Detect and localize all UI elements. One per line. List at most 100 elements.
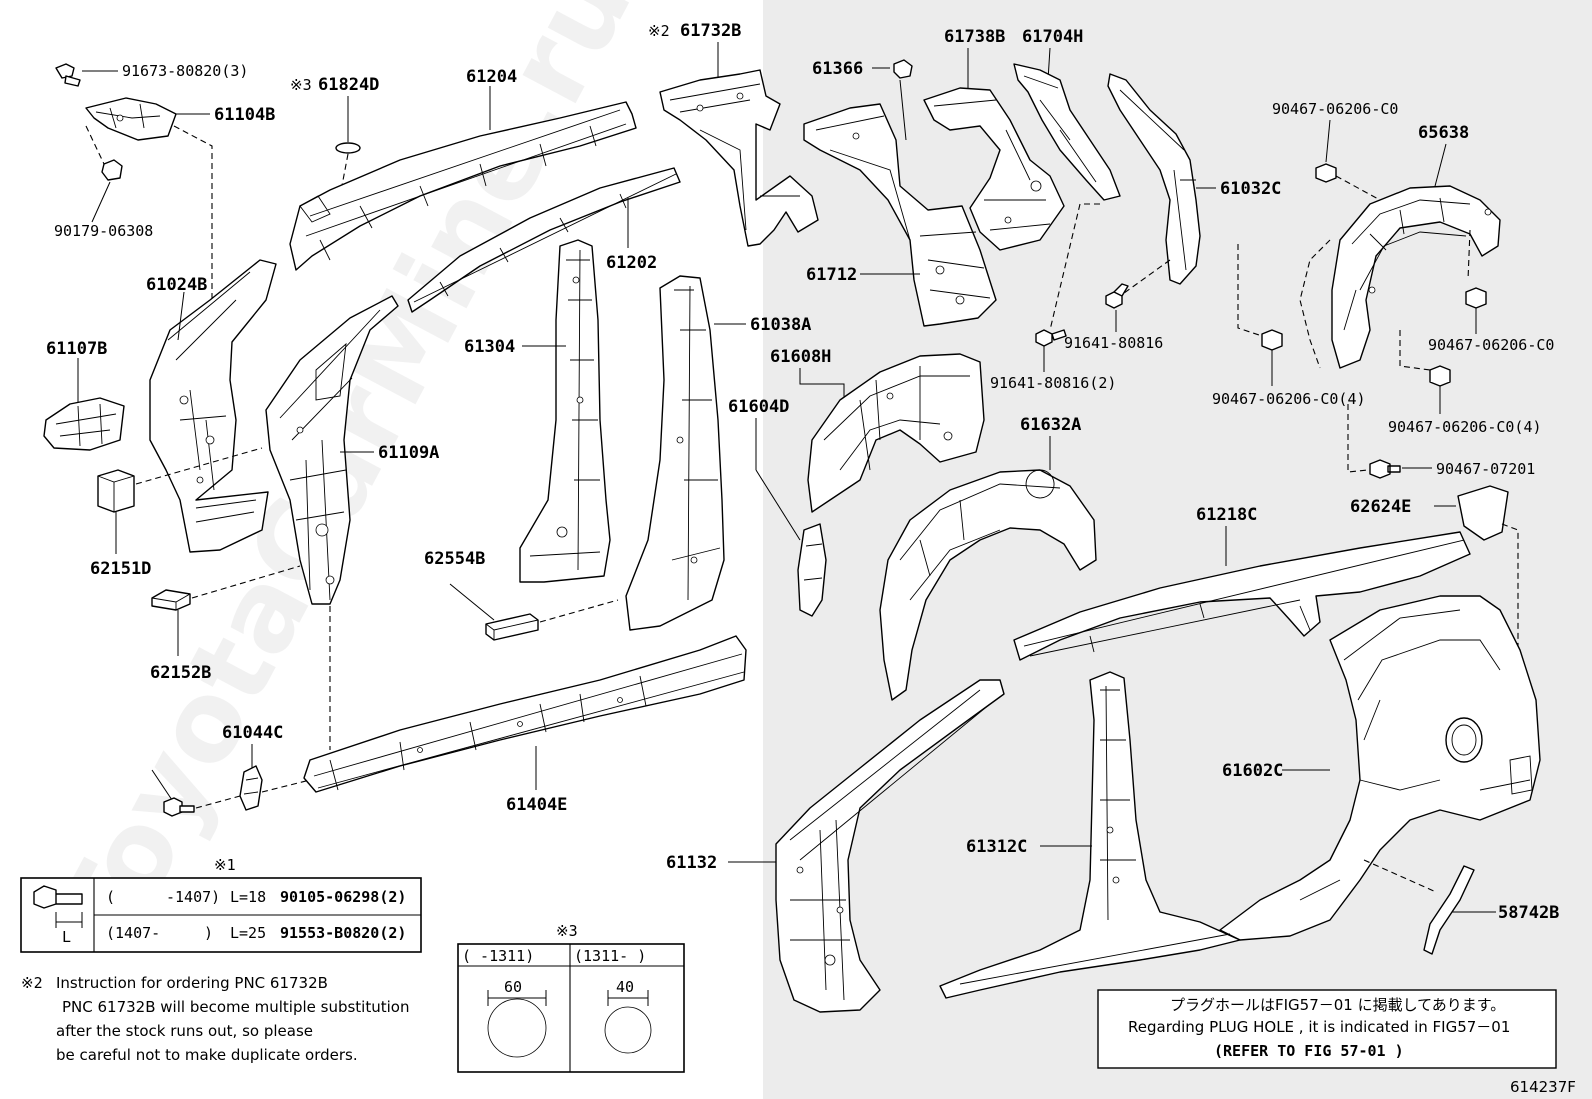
hole-40-icon	[604, 1006, 652, 1054]
bracket-61604D	[797, 523, 827, 617]
panel-61312C	[939, 671, 1241, 999]
nut-90467-c-icon	[1261, 329, 1283, 351]
mark-61824D: ※3	[290, 76, 312, 94]
note2-line1: Instruction for ordering PNC 61732B	[56, 974, 328, 992]
bolt-91673-icon	[55, 63, 81, 87]
label-61304: 61304	[464, 337, 515, 357]
panel-61732B	[659, 69, 819, 247]
block-62152B	[151, 589, 191, 611]
table3-header-2: (1311- )	[574, 947, 646, 965]
nut-90467-a-icon	[1315, 163, 1337, 183]
label-61202: 61202	[606, 253, 657, 273]
panel-61712	[803, 103, 997, 327]
fuel-door-icon	[1445, 717, 1483, 763]
label-91641-80816: 91641-80816	[1064, 334, 1163, 352]
label-90467-06206-C0-b: 90467-06206-C0	[1428, 336, 1554, 354]
label-90467-06206-C0-4a: 90467-06206-C0(4)	[1212, 390, 1366, 408]
label-62554B: 62554B	[424, 549, 485, 569]
label-90467-07201: 90467-07201	[1436, 460, 1535, 478]
bracket-61107B	[43, 397, 125, 451]
table1-row2-part: 91553-B0820(2)	[280, 924, 406, 942]
note2-line2: PNC 61732B will become multiple substitu…	[62, 998, 409, 1016]
label-61608H: 61608H	[770, 347, 831, 367]
label-90467-06206-C0-4b: 90467-06206-C0(4)	[1388, 418, 1542, 436]
roof-side-rail-61218C	[1013, 531, 1471, 661]
pillar-61109A	[265, 295, 399, 605]
bolt-91641a-icon	[1105, 283, 1129, 309]
label-61218C: 61218C	[1196, 505, 1257, 525]
label-62152B: 62152B	[150, 663, 211, 683]
nut-90467-d-icon	[1429, 365, 1451, 387]
trim-58742B	[1423, 865, 1475, 955]
note2-mark: ※2	[21, 974, 43, 992]
label-91673-80820: 91673-80820(3)	[122, 62, 248, 80]
rocker-61404E	[303, 635, 747, 793]
label-61712: 61712	[806, 265, 857, 285]
label-61824D: 61824D	[318, 75, 379, 95]
label-61024B: 61024B	[146, 275, 207, 295]
wheelhouse-outer-61632A	[879, 469, 1097, 701]
label-61632A: 61632A	[1020, 415, 1081, 435]
table1-mark: ※1	[214, 856, 236, 874]
table-note1: L ( -1407) L=18 90105-06298(2) (1407- ) …	[20, 877, 422, 953]
clip-61366-icon	[893, 59, 913, 79]
table1-row2-range: )	[204, 924, 213, 942]
quarter-panel-61602C	[1219, 595, 1541, 941]
bolt-note1-icon	[163, 797, 195, 817]
label-61366: 61366	[812, 59, 863, 79]
table1-row2-length: L=25	[230, 924, 266, 942]
label-61132: 61132	[666, 853, 717, 873]
table3-value-2: 40	[616, 978, 634, 996]
panel-61132	[775, 679, 1005, 1013]
mark-61732B: ※2	[648, 22, 670, 40]
label-61044C: 61044C	[222, 723, 283, 743]
plug-note-ref: (REFER TO FIG 57-01 )	[1214, 1042, 1404, 1060]
panel-61738B	[923, 87, 1065, 251]
table3-mark: ※3	[556, 922, 578, 940]
plug-note-en: Regarding PLUG HOLE , it is indicated in…	[1128, 1018, 1510, 1036]
label-62624E: 62624E	[1350, 497, 1411, 517]
plug-61824D-icon	[335, 142, 361, 154]
clip-61044C	[239, 765, 263, 811]
label-61738B: 61738B	[944, 27, 1005, 47]
bracket-61104B	[85, 97, 177, 141]
label-61204: 61204	[466, 67, 517, 87]
panel-61704H	[1013, 63, 1121, 201]
wheelhouse-61608H	[807, 353, 985, 513]
pillar-61038A	[625, 275, 725, 631]
nut-90467-b-icon	[1465, 287, 1487, 309]
label-90179-06308: 90179-06308	[54, 222, 153, 240]
table1-row1-part: 90105-06298(2)	[280, 888, 406, 906]
label-61104B: 61104B	[214, 105, 275, 125]
panel-61024B	[149, 259, 277, 553]
table1-row2-open: (1407-	[106, 924, 160, 942]
label-61732B: 61732B	[680, 21, 741, 41]
hole-60-icon	[487, 998, 547, 1058]
label-61312C: 61312C	[966, 837, 1027, 857]
label-62151D: 62151D	[90, 559, 151, 579]
bolt-91641b-icon	[1035, 329, 1067, 347]
table-note3: ( -1311) (1311- ) 60 40	[457, 943, 685, 1073]
diagram-id: 614237F	[1510, 1078, 1576, 1096]
plug-note-jp: プラグホールはFIG57－01 に掲載してあります。	[1170, 996, 1505, 1014]
block-62624E	[1457, 485, 1509, 541]
label-61602C: 61602C	[1222, 761, 1283, 781]
bolt-dimension-icon	[33, 885, 83, 909]
label-61107B: 61107B	[46, 339, 107, 359]
label-65638: 65638	[1418, 123, 1469, 143]
label-58742B: 58742B	[1498, 903, 1559, 923]
block-62554B	[485, 613, 539, 641]
block-62151D	[97, 469, 135, 513]
table1-row1-range: -1407)	[166, 888, 220, 906]
label-91641-80816-2: 91641-80816(2)	[990, 374, 1116, 392]
wheel-liner-65638	[1331, 185, 1501, 369]
table1-row1-length: L=18	[230, 888, 266, 906]
label-61032C: 61032C	[1220, 179, 1281, 199]
note2-line3: after the stock runs out, so please	[56, 1022, 313, 1040]
roof-rail-61204	[289, 101, 637, 271]
bolt-90467-07201-icon	[1369, 459, 1401, 479]
label-61604D: 61604D	[728, 397, 789, 417]
pillar-61304	[519, 239, 611, 583]
label-90467-06206-C0-a: 90467-06206-C0	[1272, 100, 1398, 118]
